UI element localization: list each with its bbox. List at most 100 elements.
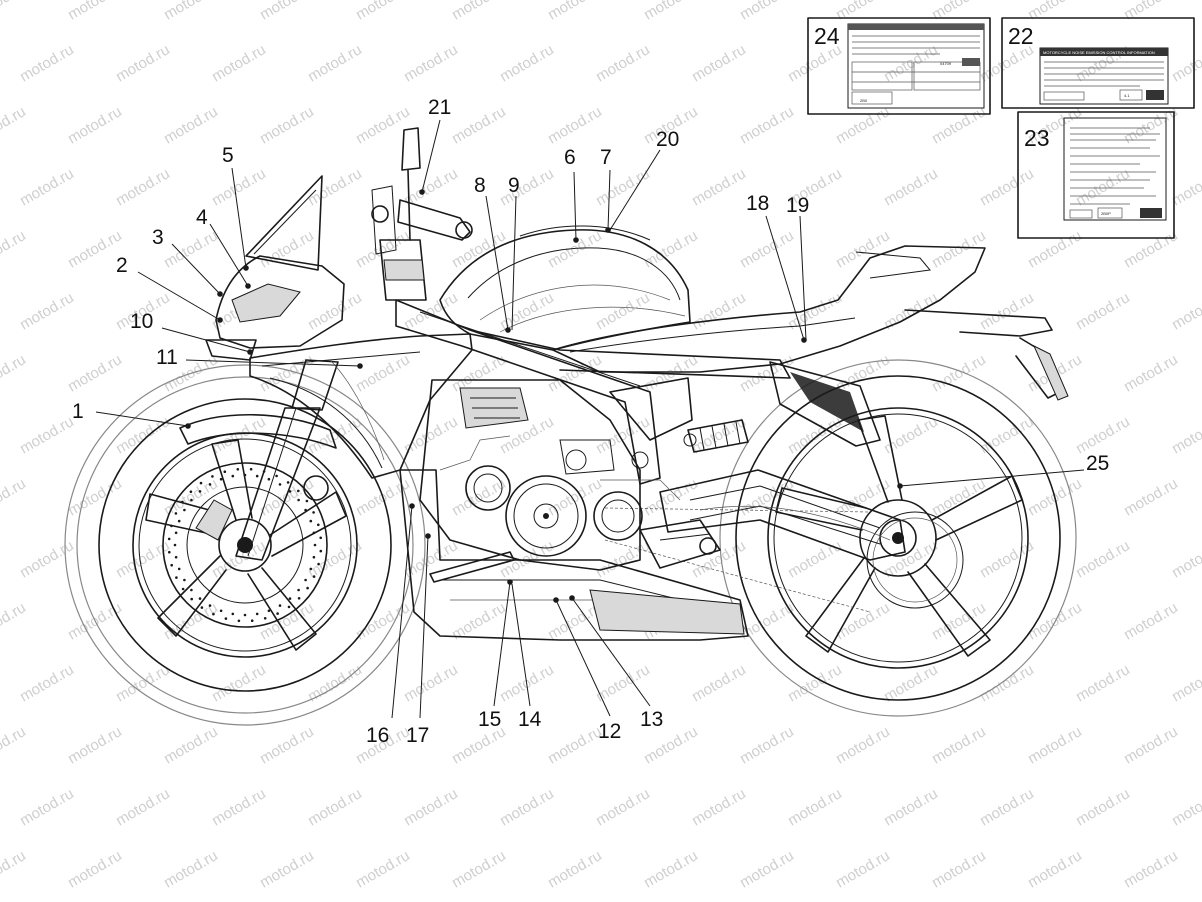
callout-13: 13	[640, 708, 663, 731]
brake-disc-holes	[167, 467, 323, 623]
swingarm	[604, 419, 906, 613]
watermark-text: motod.ru	[449, 227, 509, 271]
watermark-text: motod.ru	[17, 661, 77, 705]
watermark-text: motod.ru	[545, 475, 605, 519]
watermark-text: motod.ru	[929, 103, 989, 147]
watermark-text: motod.ru	[497, 41, 557, 85]
watermark-text: motod.ru	[929, 599, 989, 643]
watermark-text: motod.ru	[401, 413, 461, 457]
watermark-text: motod.ru	[65, 475, 125, 519]
front-wheel	[64, 364, 426, 726]
watermark-text: motod.ru	[545, 103, 605, 147]
watermark-text: motod.ru	[545, 847, 605, 891]
watermark-text: motod.ru	[689, 41, 749, 85]
watermark-text: motod.ru	[1073, 537, 1133, 581]
watermark-text: motod.ru	[449, 847, 509, 891]
watermark-text: motod.ru	[449, 475, 509, 519]
watermark-text: motod.ru	[113, 165, 173, 209]
watermark-text: motod.ru	[113, 41, 173, 85]
callout-21: 21	[428, 96, 451, 119]
watermark-text: motod.ru	[881, 165, 941, 209]
frame	[379, 239, 791, 485]
callout-15: 15	[478, 708, 501, 731]
watermark-text: motod.ru	[593, 537, 653, 581]
watermark-text: motod.ru	[305, 41, 365, 85]
watermark-text: motod.ru	[929, 847, 989, 891]
watermark-text: motod.ru	[305, 165, 365, 209]
watermark-text: motod.ru	[161, 227, 221, 271]
handlebar	[371, 127, 473, 255]
watermark-text: motod.ru	[161, 0, 221, 23]
watermark-text: motod.ru	[65, 723, 125, 767]
watermark-text: motod.ru	[0, 351, 29, 395]
watermark-text: motod.ru	[1169, 413, 1202, 457]
watermark-text: motod.ru	[353, 351, 413, 395]
watermark-text: motod.ru	[545, 227, 605, 271]
watermark-text: motod.ru	[353, 0, 413, 23]
watermark-text: motod.ru	[1073, 661, 1133, 705]
watermark-text: motod.ru	[545, 0, 605, 23]
panel-22-number: 22	[1008, 23, 1034, 49]
callout-6: 6	[564, 146, 576, 169]
watermark-text: motod.ru	[737, 103, 797, 147]
watermark-text: motod.ru	[17, 165, 77, 209]
watermark-text: motod.ru	[737, 723, 797, 767]
watermark-text: motod.ru	[593, 41, 653, 85]
panel-24-bottom-code: 2B0	[860, 98, 868, 103]
watermark-text: motod.ru	[833, 227, 893, 271]
tail-section	[552, 245, 1069, 447]
watermark-text: motod.ru	[929, 351, 989, 395]
panel-22-code: 4.1	[1124, 93, 1130, 98]
callout-20: 20	[656, 128, 679, 151]
panel-23-code: 2B0P	[1101, 211, 1111, 216]
watermark-text: motod.ru	[737, 227, 797, 271]
watermark-text: motod.ru	[1121, 0, 1181, 23]
watermark-text: motod.ru	[1025, 0, 1085, 23]
watermark-text: motod.ru	[17, 41, 77, 85]
watermark-text: motod.ru	[353, 847, 413, 891]
watermark-text: motod.ru	[641, 0, 701, 23]
watermark-text: motod.ru	[17, 289, 77, 333]
watermark-text: motod.ru	[113, 785, 173, 829]
watermark-text: motod.ru	[689, 661, 749, 705]
watermark-text: motod.ru	[65, 847, 125, 891]
watermark-text: motod.ru	[833, 0, 893, 23]
callout-9: 9	[508, 174, 520, 197]
watermark-text: motod.ru	[1169, 41, 1202, 85]
watermark-text: motod.ru	[785, 537, 845, 581]
watermark-text: motod.ru	[401, 289, 461, 333]
watermark-text: motod.ru	[161, 103, 221, 147]
watermark-text: motod.ru	[1073, 413, 1133, 457]
watermark-text: motod.ru	[1121, 847, 1181, 891]
callout-25: 25	[1086, 452, 1109, 475]
watermark-text: motod.ru	[17, 785, 77, 829]
callout-16: 16	[366, 724, 389, 747]
watermark-text: motod.ru	[257, 723, 317, 767]
watermark-text: motod.ru	[593, 165, 653, 209]
watermark-text: motod.ru	[0, 599, 29, 643]
watermark-text: motod.ru	[929, 475, 989, 519]
watermark-text: motod.ru	[1025, 847, 1085, 891]
panel-23-number: 23	[1024, 125, 1050, 151]
watermark-text: motod.ru	[737, 0, 797, 23]
watermark-text: motod.ru	[1073, 289, 1133, 333]
engine	[419, 379, 721, 583]
watermark-text: motod.ru	[833, 103, 893, 147]
watermark-text: motod.ru	[689, 289, 749, 333]
watermark-text: motod.ru	[977, 785, 1037, 829]
watermark-text: motod.ru	[1073, 785, 1133, 829]
watermark-text: motod.ru	[1121, 103, 1181, 147]
watermark-text: motod.ru	[0, 227, 29, 271]
watermark-text: motod.ru	[785, 785, 845, 829]
watermark-text: motod.ru	[593, 289, 653, 333]
label-panel-22: 22 MOTORCYCLE NOISE EMISSION CONTROL INF…	[1001, 17, 1195, 109]
watermark-text: motod.ru	[257, 103, 317, 147]
leader-lines	[95, 119, 1085, 719]
watermark-text: motod.ru	[977, 289, 1037, 333]
callout-2: 2	[116, 254, 128, 277]
watermark-text: motod.ru	[593, 413, 653, 457]
watermark-text: motod.ru	[1121, 723, 1181, 767]
watermark-text: motod.ru	[689, 165, 749, 209]
callout-numbers: 1 2 3 4 5 6 7 8 9 10 11 12 13 14 15 16 1…	[72, 96, 1109, 747]
